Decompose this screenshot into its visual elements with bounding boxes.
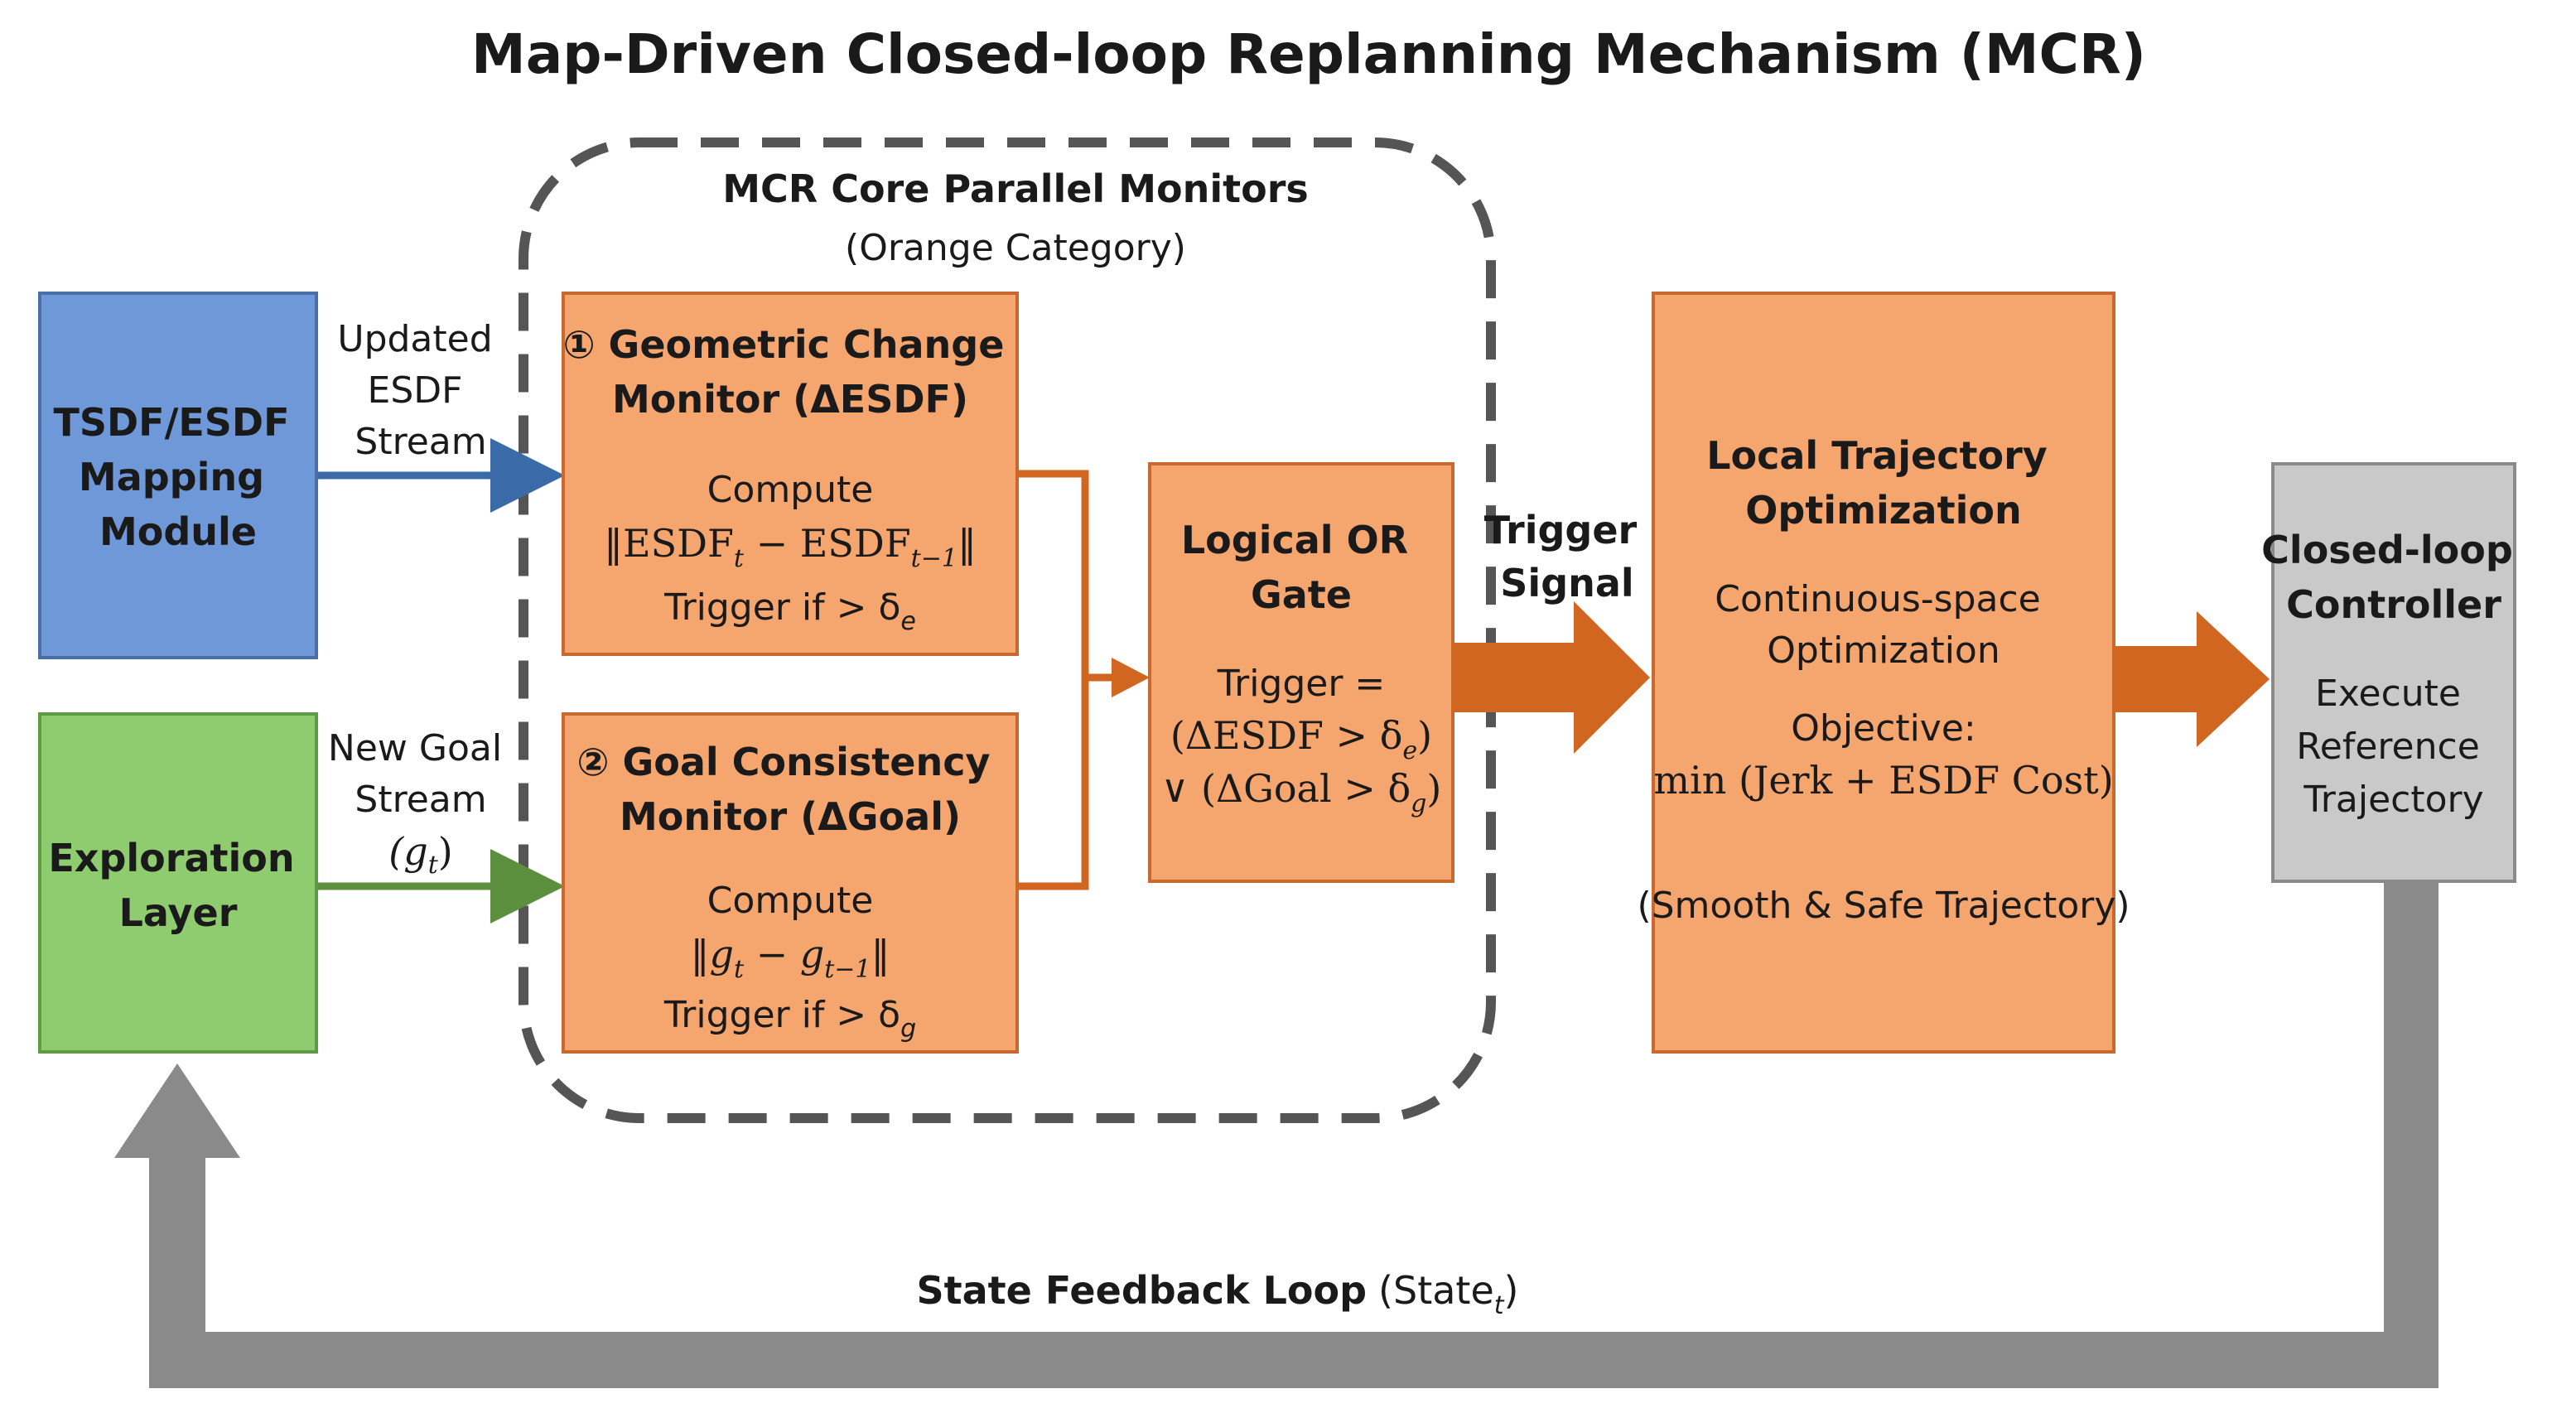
group-title: MCR Core Parallel Monitors [722, 166, 1309, 211]
optimizer-note: (Smooth & Safe Trajectory) [1637, 885, 2130, 927]
exploration-layer-label: Exploration Layer [48, 836, 307, 935]
monitor2-norm: ‖gt − gt−1‖ [690, 932, 890, 984]
optimizer-to-controller-arrow [2114, 611, 2270, 747]
monitor1-trigger: Trigger if > δe [663, 586, 916, 636]
controller-description: Execute Reference Trajectory [2296, 673, 2492, 821]
esdf-stream-label: Updated ESDF Stream [337, 318, 504, 463]
state-feedback-label: State Feedback Loop(Statet) [917, 1268, 1519, 1320]
controller-title: Closed-loop Controller [2261, 528, 2526, 627]
exploration-layer-box [38, 712, 318, 1054]
monitor1-title: ① Geometric Change Monitor (ΔESDF) [563, 322, 1018, 422]
mapping-module-box [38, 292, 318, 659]
goal-consistency-monitor-box [562, 712, 1019, 1054]
state-feedback-loop-arrow [114, 881, 2439, 1388]
closed-loop-controller-box [2271, 462, 2516, 883]
or-gate-line2: (ΔESDF > δe) [1170, 713, 1432, 765]
monitor2-trigger: Trigger if > δg [663, 994, 916, 1044]
trigger-signal-arrow [1453, 601, 1650, 754]
monitor2-compute: Compute [707, 880, 874, 922]
or-gate-title: Logical OR Gate [1181, 518, 1421, 617]
monitor1-norm: ‖ESDFt − ESDFt−1‖ [604, 521, 977, 573]
monitor1-to-gate-connector [1017, 470, 1089, 678]
monitor2-title: ② Goal Consistency Monitor (ΔGoal) [577, 740, 1004, 839]
goal-stream-label: New Goal Stream [328, 727, 514, 821]
trigger-signal-label: Trigger Signal [1484, 508, 1651, 605]
merge-to-gate-arrowhead [1112, 658, 1150, 697]
local-trajectory-optimization-box [1652, 292, 2115, 1054]
core-monitors-group [519, 137, 1496, 1123]
or-gate-line3: ∨ (ΔGoal > δg) [1161, 766, 1442, 818]
or-gate-line1: Trigger = [1217, 663, 1386, 705]
optimizer-objective: Objective: [1791, 707, 1975, 750]
group-subtitle: (Orange Category) [845, 227, 1186, 269]
geometric-change-monitor-box [562, 292, 1019, 656]
optimizer-title: Local Trajectory Optimization [1706, 433, 2061, 533]
diagram-title: Map-Driven Closed-loop Replanning Mechan… [471, 22, 2146, 86]
mapping-module-label: TSDF/ESDF Mapping Module [53, 400, 302, 554]
monitor2-to-gate-connector [1017, 678, 1089, 890]
monitor1-compute: Compute [707, 469, 874, 511]
optimizer-description: Continuous-space Optimization [1715, 578, 2052, 672]
optimizer-formula: min (Jerk + ESDF Cost) [1653, 758, 2113, 803]
logical-or-gate-box [1148, 462, 1454, 883]
goal-stream-math: (gt) [388, 829, 452, 880]
